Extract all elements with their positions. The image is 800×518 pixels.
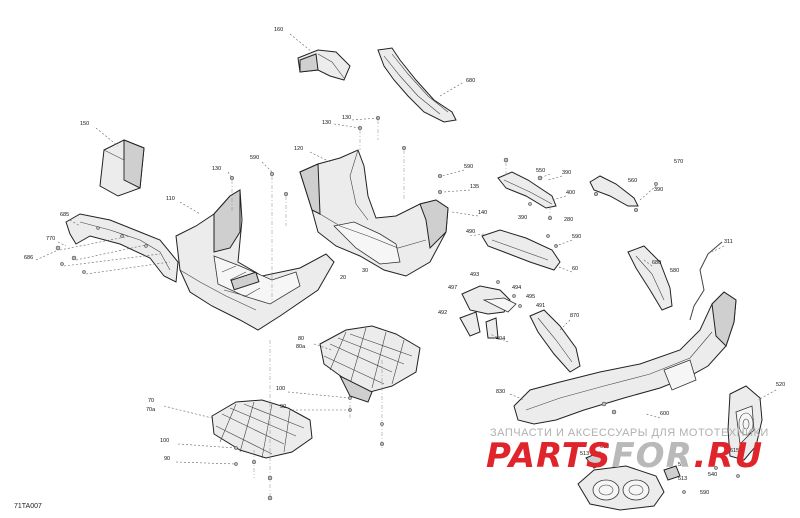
- callout-590c: 590: [572, 234, 581, 240]
- callout-160: 160: [274, 27, 283, 33]
- callout-570: 570: [674, 159, 683, 165]
- callout-60: 60: [572, 266, 578, 272]
- callout-90: 90: [280, 404, 286, 410]
- callout-130: 130: [322, 120, 331, 126]
- callout-493: 493: [470, 272, 479, 278]
- callout-600: 600: [660, 411, 669, 417]
- callout-590b: 590: [464, 164, 473, 170]
- callout-550: 550: [536, 168, 545, 174]
- watermark-brand-left: PARTS: [486, 436, 611, 476]
- callout-110: 110: [166, 196, 175, 202]
- callout-870: 870: [570, 313, 579, 319]
- callout-590: 590: [250, 155, 259, 161]
- callout-70a: 70a: [146, 407, 156, 413]
- callout-491: 491: [536, 303, 545, 309]
- callout-495: 495: [526, 294, 535, 300]
- callout-497: 497: [448, 285, 457, 291]
- callout-492: 492: [438, 310, 447, 316]
- part-870-bracket: [529, 309, 581, 373]
- watermark: ЗАПЧАСТИ И АКСЕССУАРЫ ДЛЯ МОТОТЕХНИКИ PA…: [486, 427, 769, 476]
- fasteners-vertical: [175, 115, 443, 501]
- part-60-plate: [481, 229, 561, 271]
- part-560-bar: [589, 175, 658, 213]
- leader-160: [289, 33, 313, 53]
- callout-540: 540: [708, 472, 717, 478]
- callout-90b: 90: [164, 456, 170, 462]
- callout-120: 120: [294, 146, 303, 152]
- diagram-reference-code: 71TA007: [14, 503, 42, 510]
- callout-580: 580: [670, 268, 679, 274]
- callout-130c: 130: [212, 166, 221, 172]
- callout-140: 140: [478, 210, 487, 216]
- part-490-brackets: [459, 280, 522, 339]
- part-610-615-clips: [585, 446, 740, 494]
- callout-150: 150: [80, 121, 89, 127]
- callout-830: 830: [496, 389, 505, 395]
- callout-280: 280: [564, 217, 573, 223]
- callout-70: 70: [148, 398, 154, 404]
- callout-80a: 80a: [296, 344, 306, 350]
- callout-560: 560: [628, 178, 637, 184]
- callout-80: 80: [298, 336, 304, 342]
- part-110-footwell: [175, 189, 335, 331]
- callout-400: 400: [566, 190, 575, 196]
- part-685-rail: [65, 213, 179, 283]
- callout-520: 520: [776, 382, 785, 388]
- watermark-tagline: ЗАПЧАСТИ И АКСЕССУАРЫ ДЛЯ МОТОТЕХНИКИ: [490, 427, 769, 439]
- callout-390c: 390: [654, 187, 663, 193]
- callout-390: 390: [562, 170, 571, 176]
- callout-20: 20: [340, 275, 346, 281]
- label-leaders: [35, 117, 777, 419]
- callout-513b: 513: [678, 476, 687, 482]
- callout-680: 680: [466, 78, 475, 84]
- watermark-brand-right: .RU: [693, 436, 763, 476]
- callout-686: 686: [24, 255, 33, 261]
- callout-494: 494: [512, 285, 521, 291]
- part-80-grate: [319, 325, 421, 403]
- part-150-box: [99, 139, 145, 197]
- callout-513: 513: [580, 451, 589, 457]
- part-830-bumper: [513, 291, 737, 425]
- callout-390b: 390: [518, 215, 527, 221]
- callout-610: 610: [600, 444, 609, 450]
- callout-30: 30: [362, 268, 368, 274]
- callout-615: 615: [730, 448, 739, 454]
- part-70-grate: [211, 399, 313, 459]
- callout-404: 404: [496, 336, 505, 342]
- part-550-bar: [497, 157, 557, 221]
- watermark-brand-mid: FOR: [611, 436, 693, 476]
- watermark-brand: PARTSFOR.RU: [486, 436, 763, 476]
- callout-130b: 130: [342, 115, 351, 121]
- callout-100b: 100: [160, 438, 169, 444]
- callout-680b: 680: [652, 260, 661, 266]
- part-520-headlight: [727, 385, 763, 461]
- callout-labels: 160 680 150 130 130 120 130 590 110 685 …: [24, 27, 785, 496]
- fasteners-left: [55, 235, 171, 275]
- callout-770: 770: [46, 236, 55, 242]
- callout-100: 100: [276, 386, 285, 392]
- callout-685: 685: [60, 212, 69, 218]
- callout-490: 490: [466, 229, 475, 235]
- part-680-support: [627, 245, 673, 311]
- part-120-console: [299, 149, 449, 277]
- part-311-cable: [689, 241, 723, 321]
- part-160-cover: [297, 49, 351, 81]
- callout-590e: 590: [700, 490, 709, 496]
- leader-680: [439, 81, 465, 97]
- part-540-headlight: [577, 465, 665, 511]
- part-680-bracket: [377, 47, 457, 123]
- callout-590d: 590: [678, 462, 687, 468]
- callout-135: 135: [470, 184, 479, 190]
- callout-311: 311: [724, 239, 733, 245]
